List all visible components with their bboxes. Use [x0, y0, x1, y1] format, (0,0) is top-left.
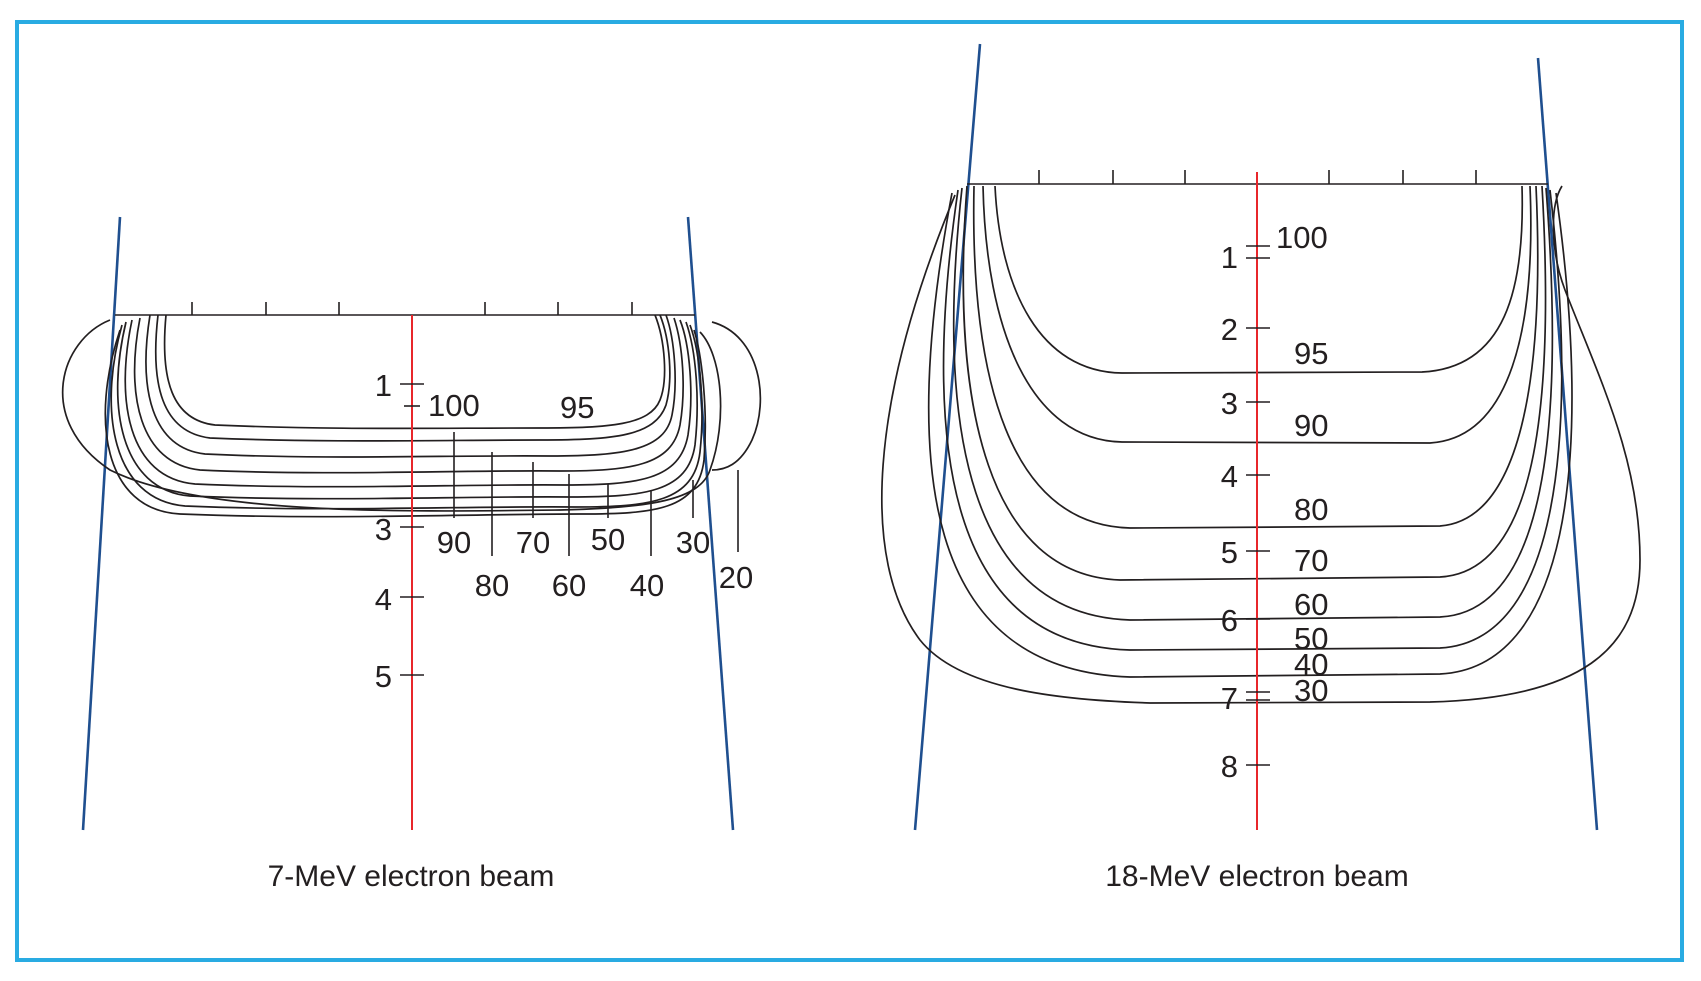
- isodose-curve-70: [962, 185, 1547, 581]
- isodose-curve-90: [982, 185, 1532, 444]
- isodose-curves-18mev: [881, 185, 1641, 704]
- isodose-label-70: 70: [1294, 543, 1328, 578]
- depth-label: 3: [1221, 386, 1238, 421]
- isodose-label-40: 40: [630, 568, 664, 603]
- isodose-label-30: 30: [1294, 673, 1328, 708]
- surface-ticks-18mev: [1038, 170, 1477, 184]
- isodose-label-100: 100: [428, 388, 480, 423]
- isodose-labels-18mev: 100 95 90 80 70 60 50 40 30: [1276, 220, 1328, 708]
- isodose-curve-70: [124, 319, 692, 488]
- depth-label: 3: [375, 512, 392, 547]
- panel-caption: 7-MeV electron beam: [268, 860, 555, 893]
- isodose-label-60: 60: [1294, 587, 1328, 622]
- isodose-curve-90: [145, 314, 676, 458]
- depth-label: 1: [375, 368, 392, 403]
- isodose-curve-100: [163, 314, 666, 430]
- panel-caption: 18-MeV electron beam: [1105, 860, 1409, 893]
- depth-scale-18mev: 1 2 3 4 5 6 7 8: [1221, 240, 1270, 784]
- panel-18mev: 1 2 3 4 5 6 7 8 100 95 90 80 70 60 50 40…: [881, 43, 1641, 893]
- isodose-label-20: 20: [719, 560, 753, 595]
- depth-label: 1: [1221, 240, 1238, 275]
- isodose-curve-20: [711, 321, 762, 471]
- isodose-curve-80: [972, 185, 1539, 529]
- isodose-curve-80: [133, 317, 684, 474]
- isodose-labels-7mev: 100 95 90 80 70 60 50 40 30 20: [428, 388, 753, 603]
- isodose-label-90: 90: [1294, 408, 1328, 443]
- beam-edge-right: [1536, 57, 1599, 831]
- depth-scale-7mev: 1 3 4 5: [375, 368, 424, 694]
- isodose-leaders-7mev: [453, 432, 739, 556]
- isodose-curve-50: [110, 324, 703, 510]
- isodose-label-90: 90: [437, 525, 471, 560]
- isodose-label-60: 60: [552, 568, 586, 603]
- isodose-label-30: 30: [676, 525, 710, 560]
- isodose-curve-95: [154, 314, 671, 442]
- isodose-label-80: 80: [475, 568, 509, 603]
- isodose-label-70: 70: [516, 525, 550, 560]
- depth-label: 4: [1221, 459, 1238, 494]
- isodose-curve-30: [61, 319, 722, 512]
- isodose-label-95: 95: [560, 390, 594, 425]
- surface-ticks-7mev: [191, 302, 633, 315]
- panel-7mev: 1 3 4 5 100 95 90 80 70 60 50 40 30: [61, 216, 762, 893]
- isodose-label-40: 40: [1294, 647, 1328, 682]
- isodose-curve-60: [952, 187, 1554, 621]
- depth-label: 7: [1221, 681, 1238, 716]
- depth-label: 8: [1221, 749, 1238, 784]
- isodose-curve-40: [927, 192, 1573, 678]
- isodose-curve-95: [994, 185, 1524, 374]
- isodose-label-95: 95: [1294, 336, 1328, 371]
- depth-label: 5: [375, 659, 392, 694]
- beam-edge-right: [686, 216, 735, 831]
- beam-edge-left: [81, 216, 122, 831]
- depth-label: 5: [1221, 535, 1238, 570]
- isodose-label-50: 50: [591, 522, 625, 557]
- depth-label: 2: [1221, 312, 1238, 347]
- isodose-label-80: 80: [1294, 492, 1328, 527]
- isodose-curve-30: [881, 185, 1641, 704]
- figure-frame: [15, 20, 1684, 962]
- depth-label: 6: [1221, 603, 1238, 638]
- isodose-curve-40: [104, 329, 707, 518]
- isodose-curve-50: [942, 189, 1563, 651]
- depth-label: 4: [375, 582, 392, 617]
- isodose-label-50: 50: [1294, 621, 1328, 656]
- isodose-label-100: 100: [1276, 220, 1328, 255]
